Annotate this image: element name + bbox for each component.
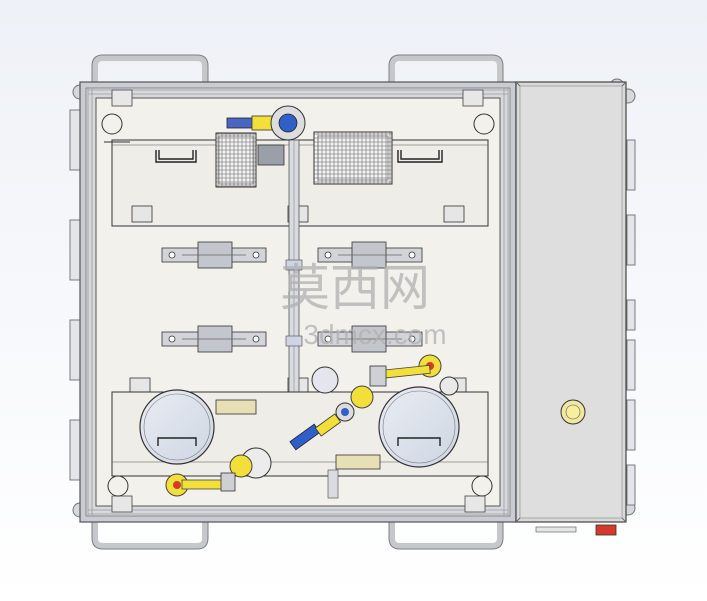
lifting-handles <box>92 55 503 549</box>
push-button-icon <box>560 399 586 425</box>
diagonal-coupling <box>289 402 355 499</box>
warning-light-icon <box>535 524 617 536</box>
top-coupling-assembly <box>226 105 306 166</box>
watermark-cn: 莫西网 <box>280 259 430 317</box>
drawer-handle-icon <box>155 150 443 163</box>
frame-corner-brackets <box>111 89 486 513</box>
electrical-cabinet <box>515 81 627 523</box>
watermark-url: 3dmcx.com <box>303 319 446 350</box>
watermark: 莫西网 3dmcx.com <box>280 259 447 350</box>
toggle-clamp-icon <box>161 241 423 353</box>
yellow-pivot-arms <box>165 354 459 497</box>
cylindrical-tank-icon <box>139 386 460 468</box>
filter-grille-icon <box>215 131 393 188</box>
